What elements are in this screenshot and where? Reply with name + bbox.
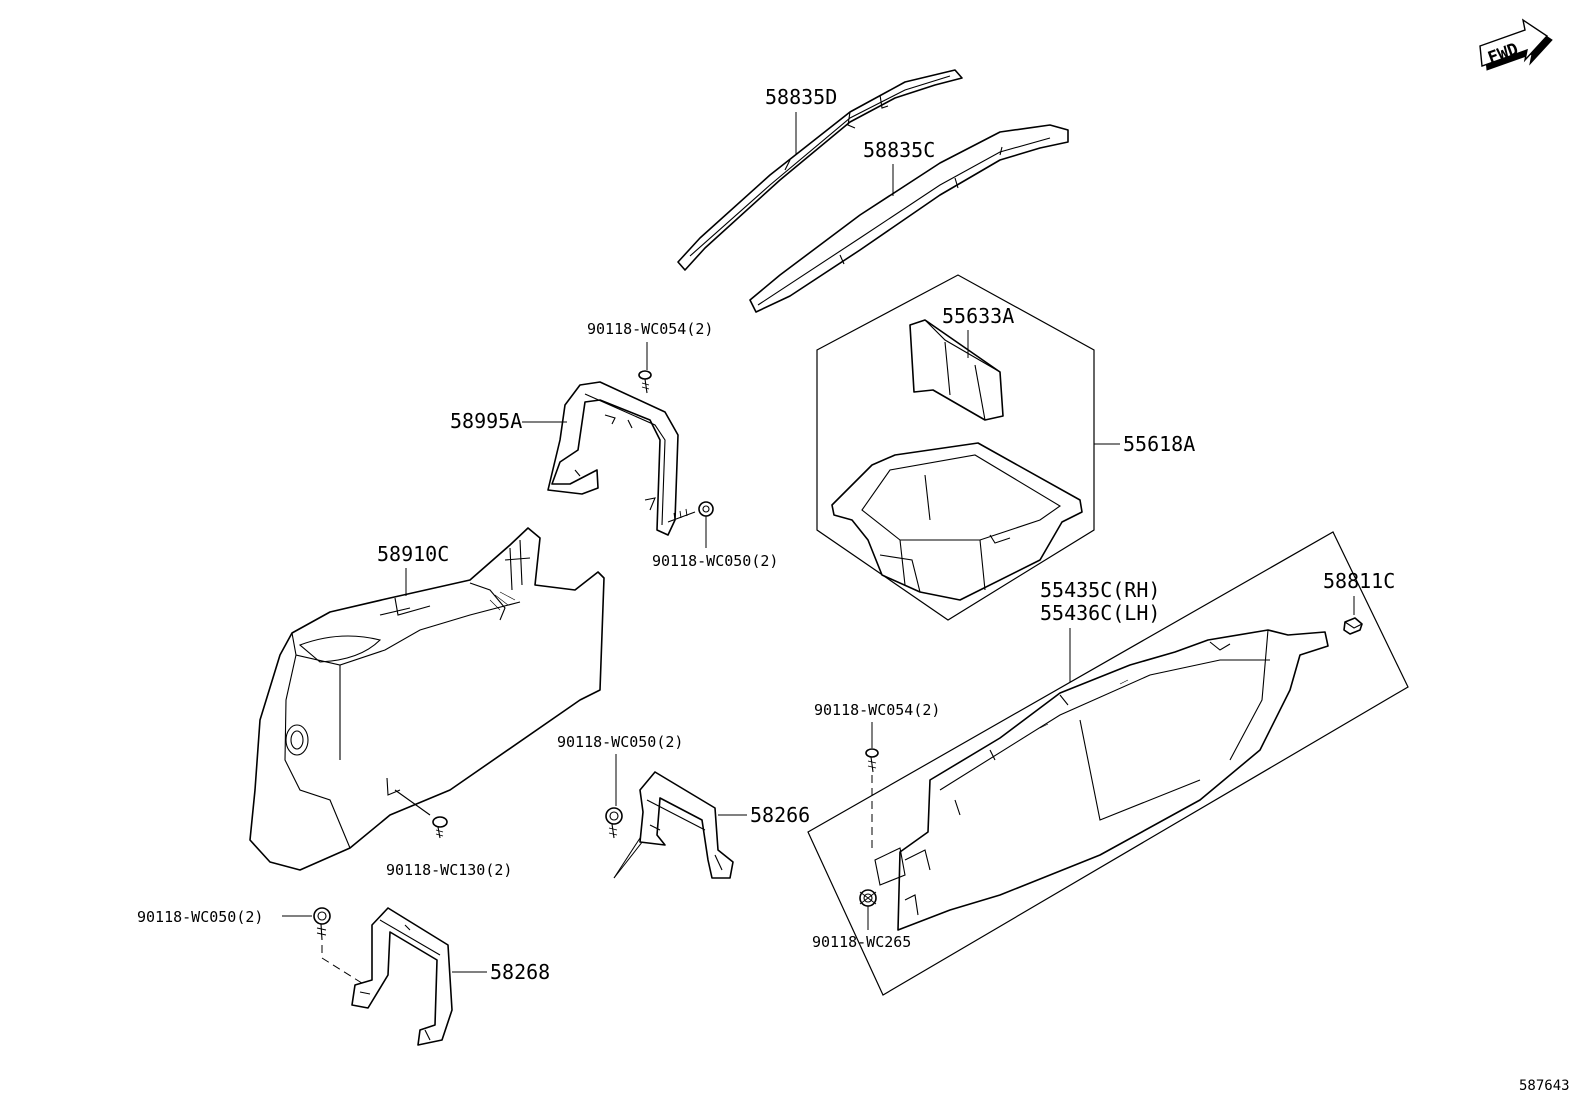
screw-icon [638, 370, 652, 394]
label-55618a: 55618A [1123, 432, 1195, 456]
screw-icon [865, 748, 879, 773]
box-assembly-frame [816, 274, 1095, 621]
label-58995a: 58995A [450, 409, 522, 433]
label-90118-wc054-upper: 90118-WC054(2) [587, 320, 713, 338]
label-90118-wc130: 90118-WC130(2) [386, 861, 512, 879]
screw-icon [859, 889, 877, 907]
label-90118-wc050-lower: 90118-WC050(2) [137, 908, 263, 926]
molding-strip-58835c [749, 124, 1069, 313]
label-55435c-rh: 55435C(RH) [1040, 578, 1160, 602]
fwd-arrow-icon: FWD [1479, 18, 1553, 71]
screw-icon [313, 907, 331, 941]
label-58266: 58266 [750, 803, 810, 827]
side-panel-assembly-frame [807, 531, 1409, 996]
bracket-58995a [547, 381, 679, 536]
label-58268: 58268 [490, 960, 550, 984]
bracket-58268 [351, 907, 453, 1046]
storage-box-55618a [831, 442, 1083, 601]
label-90118-wc050-upper: 90118-WC050(2) [652, 552, 778, 570]
label-90118-wc265: 90118-WC265 [812, 933, 911, 951]
screw-icon [605, 807, 623, 839]
screw-icon [394, 789, 448, 839]
side-panel-55435c-55436c [874, 629, 1329, 931]
bracket-58266 [639, 771, 734, 879]
label-90118-wc054-panel: 90118-WC054(2) [814, 701, 940, 719]
label-58835d: 58835D [765, 85, 837, 109]
label-90118-wc050-mid: 90118-WC050(2) [557, 733, 683, 751]
label-55436c-lh: 55436C(LH) [1040, 601, 1160, 625]
label-55633a: 55633A [942, 304, 1014, 328]
center-console-58910c [249, 527, 605, 871]
pin-58811c [1343, 617, 1363, 635]
label-58910c: 58910C [377, 542, 449, 566]
screw-icon [667, 501, 714, 523]
label-58811c: 58811C [1323, 569, 1395, 593]
label-58835c: 58835C [863, 138, 935, 162]
molding-strip-58835d [677, 69, 963, 271]
tray-insert-55633a [909, 319, 1004, 421]
diagram-code: 587643 [1519, 1078, 1570, 1094]
